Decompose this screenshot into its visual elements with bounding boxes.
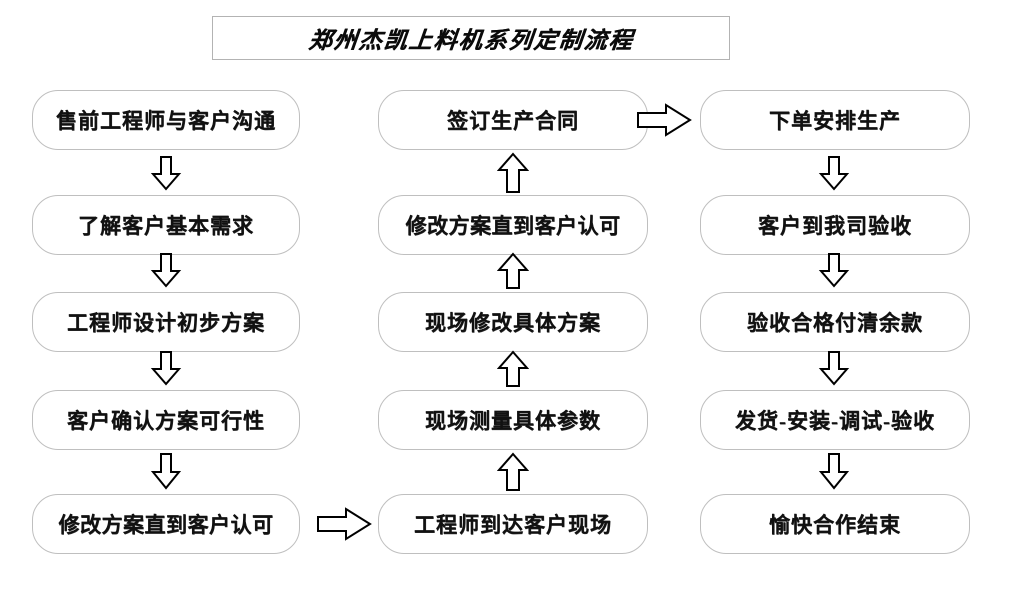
arrow-down-icon	[150, 252, 182, 288]
node-label: 工程师设计初步方案	[67, 311, 265, 335]
node-label: 客户到我司验收	[758, 214, 912, 238]
node-col2-step1[interactable]: 工程师到达客户现场	[378, 494, 648, 554]
node-col2-step2[interactable]: 现场测量具体参数	[378, 390, 648, 450]
node-label: 下单安排生产	[769, 109, 901, 133]
arrow-down-icon	[818, 452, 850, 490]
node-col3-step2[interactable]: 客户到我司验收	[700, 195, 970, 255]
node-label: 售前工程师与客户沟通	[56, 109, 276, 133]
node-col3-step4[interactable]: 发货-安装-调试-验收	[700, 390, 970, 450]
node-col3-step5[interactable]: 愉快合作结束	[700, 494, 970, 554]
node-label: 修改方案直到客户认可	[58, 513, 274, 537]
node-col3-step1[interactable]: 下单安排生产	[700, 90, 970, 150]
node-label: 现场修改具体方案	[425, 311, 601, 335]
node-col1-step1[interactable]: 售前工程师与客户沟通	[32, 90, 300, 150]
arrow-down-icon	[818, 155, 850, 191]
node-col2-step4[interactable]: 修改方案直到客户认可	[378, 195, 648, 255]
node-label: 修改方案直到客户认可	[405, 214, 621, 238]
node-label: 愉快合作结束	[769, 513, 901, 537]
node-label: 工程师到达客户现场	[414, 513, 612, 537]
node-col1-step2[interactable]: 了解客户基本需求	[32, 195, 300, 255]
diagram-title-text: 郑州杰凯上料机系列定制流程	[306, 28, 635, 53]
node-col1-step4[interactable]: 客户确认方案可行性	[32, 390, 300, 450]
node-col1-step5[interactable]: 修改方案直到客户认可	[32, 494, 300, 554]
diagram-title-box: 郑州杰凯上料机系列定制流程	[212, 16, 730, 60]
node-col2-step5[interactable]: 签订生产合同	[378, 90, 648, 150]
node-col3-step3[interactable]: 验收合格付清余款	[700, 292, 970, 352]
node-label: 发货-安装-调试-验收	[735, 409, 935, 433]
arrow-up-icon	[497, 452, 529, 492]
arrow-right-icon	[316, 507, 372, 541]
arrow-right-icon	[636, 103, 692, 137]
node-label: 签订生产合同	[447, 109, 579, 133]
arrow-down-icon	[818, 350, 850, 386]
node-label: 现场测量具体参数	[425, 409, 601, 433]
node-label: 了解客户基本需求	[78, 214, 254, 238]
node-col1-step3[interactable]: 工程师设计初步方案	[32, 292, 300, 352]
node-label: 验收合格付清余款	[747, 311, 923, 335]
node-label: 客户确认方案可行性	[67, 409, 265, 433]
arrow-up-icon	[497, 152, 529, 194]
node-col2-step3[interactable]: 现场修改具体方案	[378, 292, 648, 352]
arrow-down-icon	[150, 452, 182, 490]
arrow-up-icon	[497, 350, 529, 388]
arrow-down-icon	[150, 350, 182, 386]
arrow-up-icon	[497, 252, 529, 290]
arrow-down-icon	[818, 252, 850, 288]
arrow-down-icon	[150, 155, 182, 191]
